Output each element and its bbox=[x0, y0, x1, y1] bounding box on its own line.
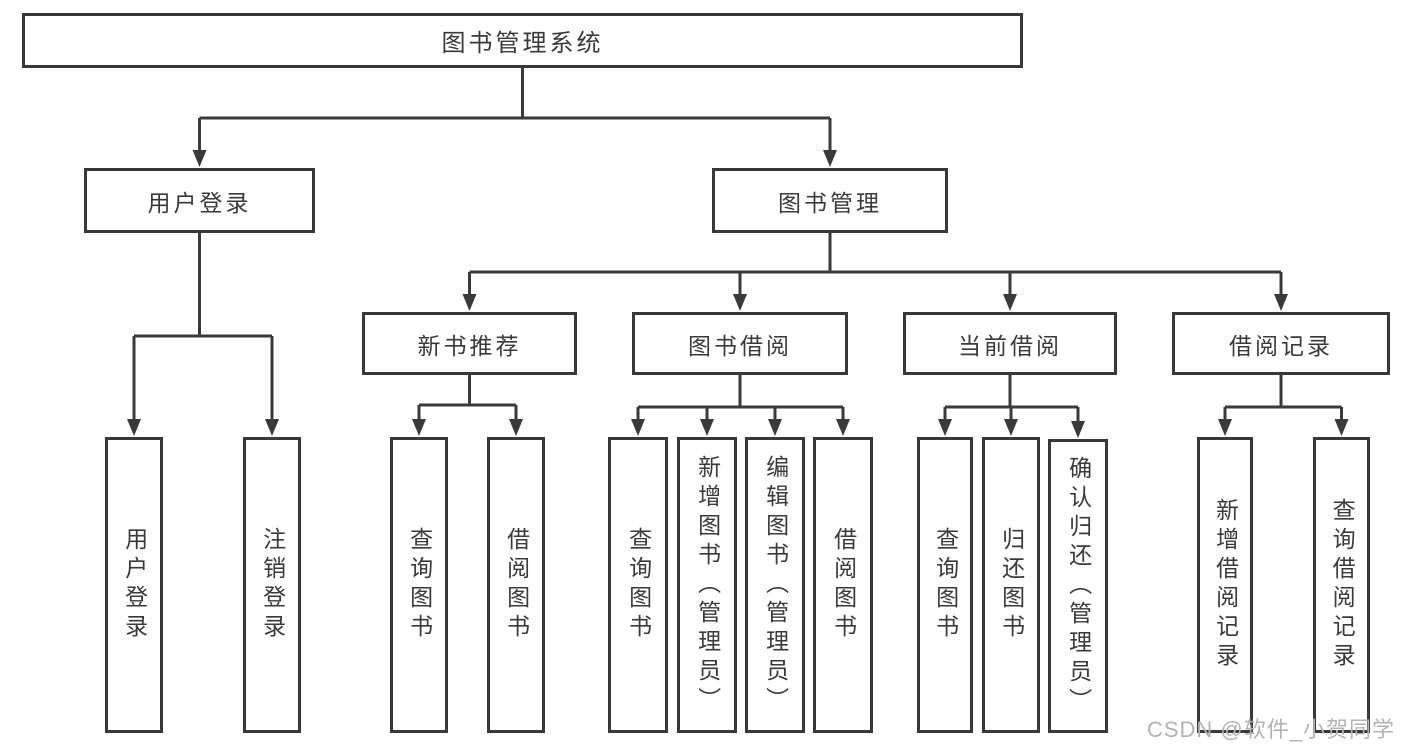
connector-user-login-to-children bbox=[132, 233, 274, 425]
node-label-bb-edit-books: 编辑图书（管理员） bbox=[762, 454, 789, 716]
node-nbr-query-books: 查询图书 bbox=[390, 437, 448, 733]
node-bb-borrow-books: 借阅图书 bbox=[813, 437, 873, 733]
node-label-cb-confirm-return: 确认归还（管理员） bbox=[1065, 455, 1092, 717]
node-book-borrowing: 图书借阅 bbox=[632, 312, 848, 375]
connector-system-to-children bbox=[198, 68, 832, 156]
node-borrowing-records: 借阅记录 bbox=[1172, 312, 1390, 375]
node-label-book-management: 图书管理 bbox=[778, 189, 882, 216]
node-label-user-login: 用户登录 bbox=[147, 189, 252, 216]
arrowhead-bb-borrow-books bbox=[836, 419, 850, 436]
arrowhead-cb-confirm-return bbox=[1071, 421, 1085, 438]
node-user-login-action: 用户登录 bbox=[105, 437, 163, 733]
node-br-add-record: 新增借阅记录 bbox=[1197, 437, 1253, 733]
node-current-borrowing: 当前借阅 bbox=[903, 312, 1117, 375]
node-bb-add-books: 新增图书（管理员） bbox=[677, 437, 737, 733]
arrowhead-borrowing-records bbox=[1274, 294, 1288, 311]
node-cb-query-books: 查询图书 bbox=[917, 437, 973, 733]
node-label-borrowing-records: 借阅记录 bbox=[1229, 332, 1333, 359]
node-bb-edit-books: 编辑图书（管理员） bbox=[745, 437, 805, 733]
arrowhead-book-borrowing bbox=[733, 294, 747, 311]
node-br-query-record: 查询借阅记录 bbox=[1313, 437, 1370, 733]
node-label-br-query-record: 查询借阅记录 bbox=[1329, 498, 1356, 672]
arrowhead-nbr-borrow-books bbox=[509, 419, 523, 436]
node-label-bb-add-books: 新增图书（管理员） bbox=[694, 454, 721, 716]
connector-borrowing-records-to-children bbox=[1223, 375, 1343, 425]
arrowhead-cb-return-books bbox=[1004, 419, 1018, 436]
node-cb-confirm-return: 确认归还（管理员） bbox=[1048, 439, 1108, 733]
node-label-current-borrowing: 当前借阅 bbox=[958, 332, 1062, 359]
arrowhead-bb-add-books bbox=[700, 419, 714, 436]
node-nbr-borrow-books: 借阅图书 bbox=[487, 437, 545, 733]
node-system: 图书管理系统 bbox=[22, 13, 1023, 68]
arrowhead-nbr-query-books bbox=[412, 419, 426, 436]
arrowhead-user-login bbox=[192, 150, 207, 167]
connector-new-book-recommend-to-children bbox=[417, 375, 518, 425]
node-label-nbr-query-books: 查询图书 bbox=[406, 527, 433, 643]
node-label-bb-query-books: 查询图书 bbox=[625, 527, 652, 643]
arrowhead-cb-query-books bbox=[938, 419, 952, 436]
node-label-logout: 注销登录 bbox=[259, 527, 286, 643]
node-label-bb-borrow-books: 借阅图书 bbox=[830, 527, 857, 643]
node-label-new-book-recommend: 新书推荐 bbox=[417, 332, 522, 359]
arrowhead-book-management bbox=[823, 150, 837, 167]
watermark-text: CSDN @软件_小贺同学 bbox=[1146, 717, 1395, 742]
connector-book-borrowing-to-children bbox=[636, 375, 845, 425]
node-label-br-add-record: 新增借阅记录 bbox=[1212, 498, 1239, 672]
arrowhead-br-query-record bbox=[1334, 419, 1349, 436]
node-user-login: 用户登录 bbox=[84, 168, 315, 233]
node-label-book-borrowing: 图书借阅 bbox=[688, 332, 792, 359]
node-label-user-login-action: 用户登录 bbox=[121, 527, 148, 643]
node-cb-return-books: 归还图书 bbox=[982, 437, 1040, 733]
node-new-book-recommend: 新书推荐 bbox=[362, 312, 577, 375]
node-label-cb-return-books: 归还图书 bbox=[998, 527, 1025, 643]
arrowhead-bb-edit-books bbox=[768, 419, 782, 436]
node-logout: 注销登录 bbox=[243, 437, 301, 733]
arrowhead-logout bbox=[265, 419, 279, 436]
connector-book-management-to-children bbox=[468, 233, 1283, 300]
connector-current-borrowing-to-children bbox=[943, 375, 1080, 427]
node-label-cb-query-books: 查询图书 bbox=[932, 527, 959, 643]
arrowhead-br-add-record bbox=[1218, 419, 1232, 436]
arrowhead-bb-query-books bbox=[631, 419, 645, 436]
node-label-system: 图书管理系统 bbox=[441, 30, 604, 57]
arrowhead-current-borrowing bbox=[1003, 294, 1017, 311]
arrowhead-user-login-action bbox=[127, 419, 141, 436]
node-book-management: 图书管理 bbox=[712, 168, 948, 233]
node-bb-query-books: 查询图书 bbox=[608, 437, 668, 733]
node-label-nbr-borrow-books: 借阅图书 bbox=[503, 527, 530, 643]
arrowhead-new-book-recommend bbox=[462, 294, 477, 311]
